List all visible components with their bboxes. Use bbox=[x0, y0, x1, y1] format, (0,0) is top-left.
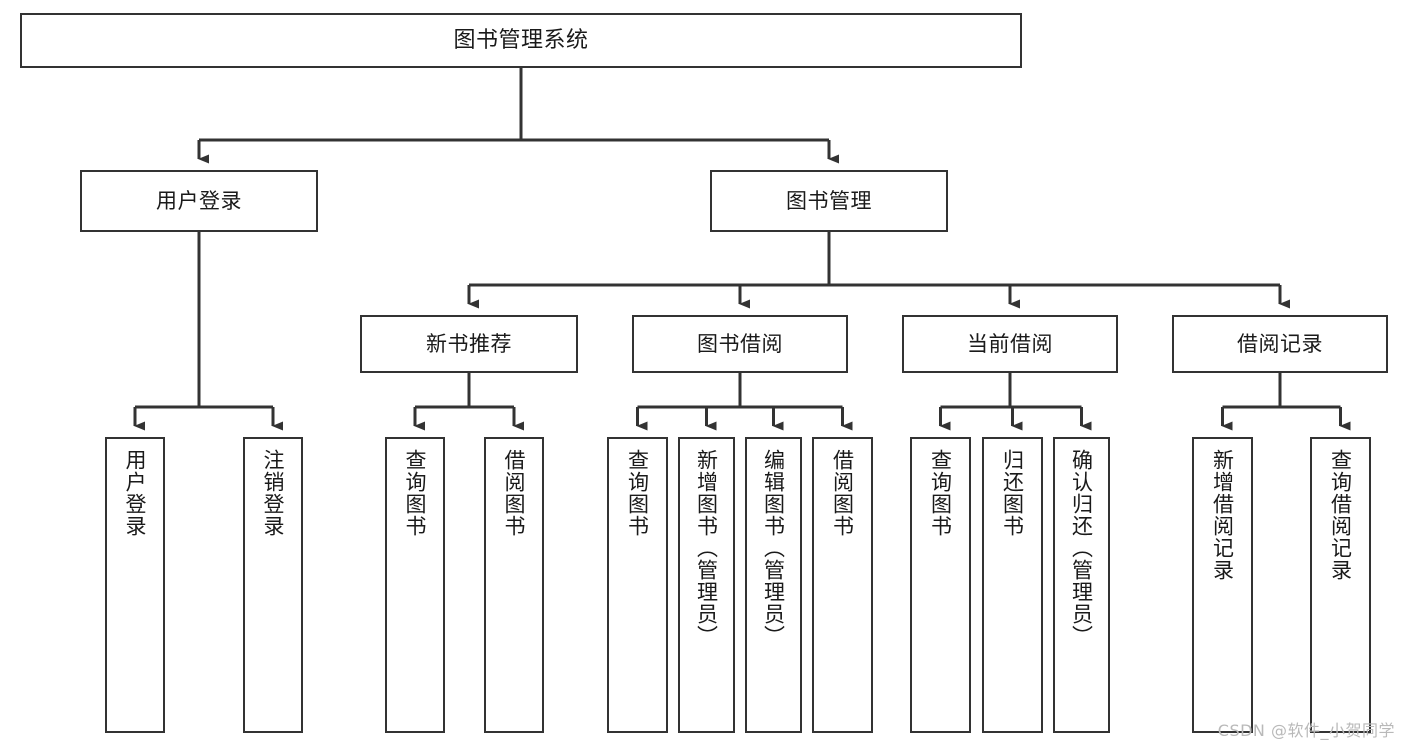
node-new-book-recommend[interactable]: 新书推荐 bbox=[360, 315, 578, 373]
node-current-borrow[interactable]: 当前借阅 bbox=[902, 315, 1118, 373]
leaf-logout[interactable]: 注销登录 bbox=[243, 437, 303, 733]
leaf-confirm-return[interactable]: 确认归还（管理员） bbox=[1053, 437, 1110, 733]
node-borrow-record[interactable]: 借阅记录 bbox=[1172, 315, 1388, 373]
leaf-query-book-3-label: 查询图书 bbox=[928, 449, 953, 537]
node-current-borrow-label: 当前借阅 bbox=[967, 331, 1053, 356]
leaf-return-book[interactable]: 归还图书 bbox=[982, 437, 1043, 733]
node-book-borrow-label: 图书借阅 bbox=[697, 331, 783, 356]
leaf-borrow-book-2[interactable]: 借阅图书 bbox=[812, 437, 873, 733]
leaf-add-borrow-record-label: 新增借阅记录 bbox=[1210, 449, 1235, 581]
node-user-login[interactable]: 用户登录 bbox=[80, 170, 318, 232]
leaf-add-book[interactable]: 新增图书（管理员） bbox=[678, 437, 735, 733]
leaf-add-book-label: 新增图书（管理员） bbox=[694, 449, 719, 647]
node-root[interactable]: 图书管理系统 bbox=[20, 13, 1022, 68]
leaf-query-borrow-record-label: 查询借阅记录 bbox=[1328, 449, 1353, 581]
leaf-add-borrow-record[interactable]: 新增借阅记录 bbox=[1192, 437, 1253, 733]
node-book-borrow[interactable]: 图书借阅 bbox=[632, 315, 848, 373]
leaf-confirm-return-label: 确认归还（管理员） bbox=[1069, 449, 1094, 647]
leaf-query-borrow-record[interactable]: 查询借阅记录 bbox=[1310, 437, 1371, 733]
leaf-user-login[interactable]: 用户登录 bbox=[105, 437, 165, 733]
leaf-query-book-2-label: 查询图书 bbox=[625, 449, 650, 537]
leaf-return-book-label: 归还图书 bbox=[1000, 449, 1025, 537]
leaf-edit-book-label: 编辑图书（管理员） bbox=[761, 449, 786, 647]
node-user-login-label: 用户登录 bbox=[156, 188, 242, 213]
node-borrow-record-label: 借阅记录 bbox=[1237, 331, 1323, 356]
leaf-borrow-book-1-label: 借阅图书 bbox=[502, 449, 527, 537]
leaf-logout-label: 注销登录 bbox=[261, 449, 286, 537]
leaf-query-book-1[interactable]: 查询图书 bbox=[385, 437, 445, 733]
csdn-watermark: CSDN @软件_小贺同学 bbox=[1217, 721, 1395, 740]
leaf-query-book-2[interactable]: 查询图书 bbox=[607, 437, 668, 733]
leaf-query-book-3[interactable]: 查询图书 bbox=[910, 437, 971, 733]
leaf-borrow-book-1[interactable]: 借阅图书 bbox=[484, 437, 544, 733]
node-book-manage[interactable]: 图书管理 bbox=[710, 170, 948, 232]
leaf-user-login-label: 用户登录 bbox=[123, 449, 148, 537]
node-new-book-recommend-label: 新书推荐 bbox=[426, 331, 512, 356]
node-book-manage-label: 图书管理 bbox=[786, 188, 872, 213]
node-root-label: 图书管理系统 bbox=[453, 27, 589, 53]
leaf-query-book-1-label: 查询图书 bbox=[403, 449, 428, 537]
leaf-borrow-book-2-label: 借阅图书 bbox=[830, 449, 855, 537]
leaf-edit-book[interactable]: 编辑图书（管理员） bbox=[745, 437, 802, 733]
